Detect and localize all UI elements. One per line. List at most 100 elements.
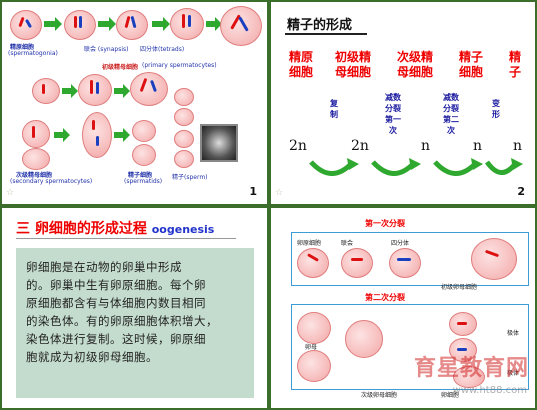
stage-primary-spermatocyte: 初级精母细胞 (334, 50, 371, 79)
slide-3-oogenesis-text[interactable]: 三 卵细胞的形成过程 oogenesis 卵细胞是在动物的卵巢中形成 的。卵巢中… (2, 208, 267, 408)
slide-star-icon: ☆ (6, 188, 15, 198)
title-underline (285, 33, 367, 35)
spermatid-cell (174, 130, 194, 148)
slide-number: 1 (249, 185, 257, 198)
arrow-icon (44, 17, 62, 31)
chromosome (92, 120, 95, 130)
slide-1-spermatogenesis-diagram[interactable]: 精原细胞 (spermatogonia) 联会 (synapsis) 四分体(t… (2, 2, 267, 204)
green-arrows (309, 158, 523, 176)
chromosome-number-spermatid: n (473, 138, 483, 154)
chromosome-number-secondary: n (421, 138, 431, 154)
tetrads-label: 四分体(tetrads) (140, 46, 185, 53)
chromosome (32, 126, 35, 138)
polar-body-label-2: 极体 (507, 370, 520, 377)
chromosome (457, 348, 467, 351)
synapsis-cell (341, 248, 373, 278)
oocyte-label: 卵母 (305, 344, 318, 351)
textbook-excerpt: 卵细胞是在动物的卵巢中形成 的。卵巢中生有卵原细胞。每个卵 原细胞都含有与体细胞… (16, 248, 254, 398)
watermark: 育星教育网 (413, 355, 529, 381)
dividing-cell (170, 8, 204, 40)
chromosome-number-spermatogonia: 2n (289, 138, 307, 154)
primary-spermatocyte-cell (220, 6, 262, 46)
spermatogonia-label: 精原细胞 (10, 44, 35, 51)
chromosome (79, 16, 82, 28)
spermatogonium-cell (10, 10, 42, 40)
stage-spermatogonia: 精原细胞 (288, 50, 313, 79)
stage-secondary-spermatocyte: 次级精母细胞 (396, 50, 433, 79)
process-replication: 复制 (330, 98, 338, 119)
arrow-icon (114, 128, 130, 142)
dividing-cell (345, 320, 383, 358)
arrow-icon (152, 17, 170, 31)
second-division-header: 第二次分裂 (365, 292, 405, 302)
spermatid-cell (132, 120, 156, 142)
stage-spermatid: 精子细胞 (458, 50, 483, 79)
secondary-oocyte-label: 次级卵母细胞 (361, 392, 398, 399)
title-underline (16, 238, 236, 239)
spermatids-en-label: (spermatids) (124, 178, 163, 185)
tetrad-label: 四分体 (391, 240, 410, 247)
spermatid-cell (174, 88, 194, 106)
chromosome (457, 322, 467, 325)
chromosome-number-primary: 2n (351, 138, 369, 154)
arrowhead (347, 158, 359, 170)
secondary-spermatocyte-cell (22, 148, 50, 170)
arrow-icon (54, 128, 70, 142)
slide-2-sperm-formation[interactable]: 精子的形成 精原细胞 初级精母细胞 次级精母细胞 精子细胞 精子 复制 减数分裂… (271, 2, 535, 204)
synapsis-label: 联会 (341, 240, 354, 247)
chromosome (188, 15, 191, 27)
body-text: 卵细胞是在动物的卵巢中形成 的。卵巢中生有卵原细胞。每个卵 原细胞都含有与体细胞… (16, 248, 254, 366)
slide-title: 三 卵细胞的形成过程 oogenesis (16, 218, 214, 238)
sperm-micrograph (200, 124, 238, 162)
title-en: oogenesis (151, 223, 215, 236)
chromosome (96, 136, 99, 146)
secondary-spermatocytes-en-label: (secondary spermatocytes) (10, 178, 93, 185)
body-line: 染色体进行复制。这时候，卵原细 (26, 332, 206, 346)
primary-spermatocytes-label: 初级精母细胞 (102, 64, 139, 71)
spermatid-cell (132, 144, 156, 166)
chromosome-number-sperm: n (513, 138, 523, 154)
arc-arrow-icon (433, 160, 477, 176)
oogonium-cell (297, 248, 329, 278)
oocyte-cell (297, 350, 331, 382)
arrowhead (409, 158, 421, 170)
arrow-icon (98, 17, 116, 31)
sperm-label: 精子(sperm) (172, 174, 208, 181)
synapsis-cell (64, 10, 96, 40)
primary-oocyte-cell (471, 238, 517, 280)
primary-spermatocyte-cell (32, 78, 60, 104)
chromosome (351, 258, 363, 261)
primary-oocyte-label: 初级卵母细胞 (441, 284, 478, 291)
arrow-icon (206, 17, 222, 31)
chromosome (42, 84, 45, 94)
chromosome (182, 14, 185, 28)
arc-arrow-icon (309, 160, 353, 176)
secondary-spermatocyte-cell (22, 120, 50, 148)
process-meiosis-two: 减数分裂第二次 (443, 92, 459, 135)
slide-number: 2 (517, 185, 525, 198)
egg-cell-label: 卵细胞 (441, 392, 460, 399)
spermatids-label: 精子细胞 (128, 172, 153, 179)
slide-title: 精子的形成 (287, 18, 353, 33)
first-division-box (291, 232, 529, 286)
first-division-header: 第一次分裂 (365, 218, 405, 228)
slide-4-oogenesis-diagram[interactable]: 第一次分裂 卵原细胞 联会 四分体 初级卵母细胞 第二次分裂 卵母 极体 极体 … (271, 208, 535, 408)
egg-cell (453, 366, 485, 388)
slide-star-icon: ☆ (275, 188, 284, 198)
body-line: 的染色体。有的卵原细胞体积增大， (26, 314, 218, 328)
process-transformation: 变形 (492, 98, 500, 119)
watermark-url: www.ht88.com (452, 385, 527, 396)
chromosome (90, 80, 93, 94)
arrowhead (511, 158, 523, 170)
dividing-secondary-cell (82, 112, 112, 158)
spermatogonia-en-label: (spermatogonia) (8, 50, 58, 57)
metaphase-cell (78, 74, 112, 106)
arc-arrow-icon (371, 160, 415, 176)
polar-body-label: 极体 (507, 330, 520, 337)
tetrad-cell (389, 248, 421, 278)
spermatid-cell (174, 150, 194, 168)
arrow-icon (114, 84, 130, 98)
title-cn: 三 卵细胞的形成过程 (16, 221, 147, 237)
secondary-oocyte-cell (297, 312, 331, 344)
process-meiosis-one: 减数分裂第一次 (385, 92, 401, 135)
